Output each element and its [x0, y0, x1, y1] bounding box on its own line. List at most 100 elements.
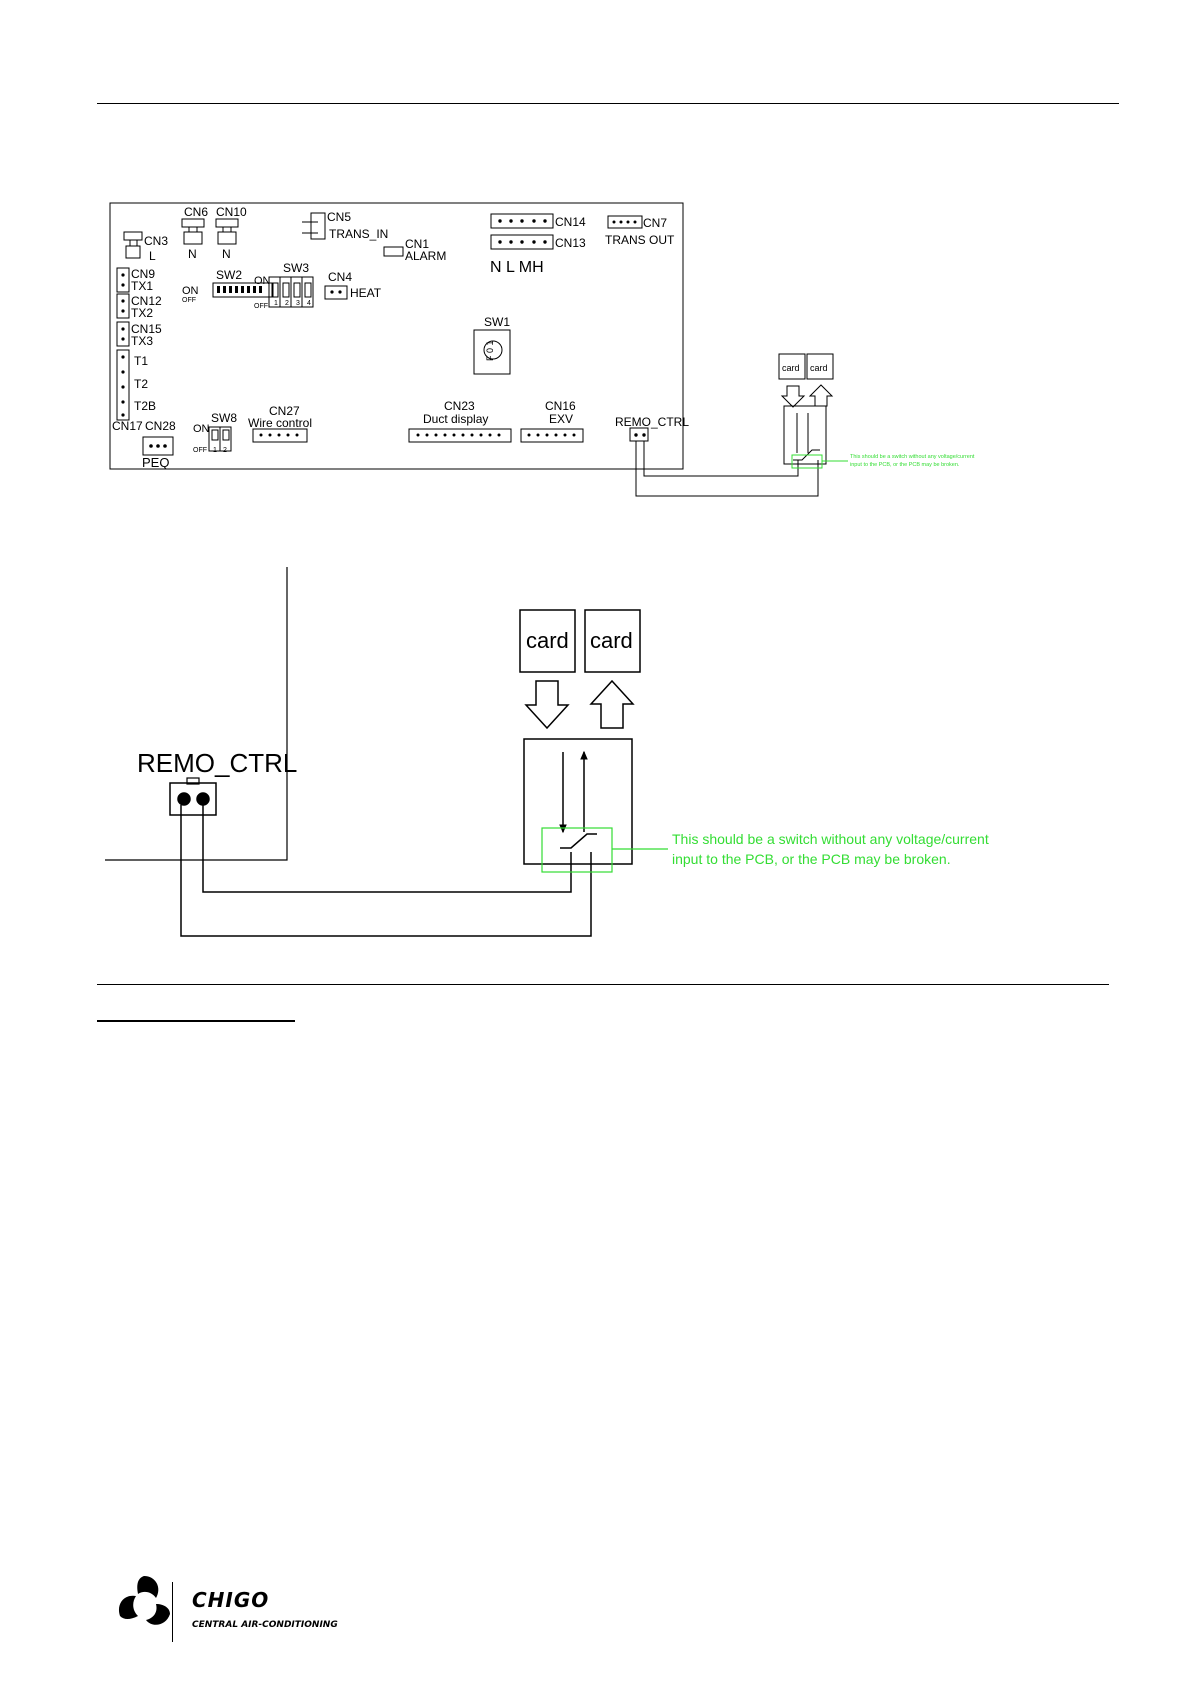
remo-ctrl-connector [169, 782, 217, 816]
label-sw3-n1: 1 [274, 300, 278, 307]
label-sw3-on: ON [254, 275, 271, 287]
switch-box [523, 738, 633, 865]
large-detail-diagram [105, 567, 641, 937]
cn3-connector-base [125, 245, 141, 259]
wire-inner [202, 805, 572, 893]
card-out-box [584, 609, 641, 673]
label-nlmh: N L MH [490, 259, 544, 276]
label-cn12: CN12 [131, 294, 162, 308]
label-sw8-off: OFF [193, 447, 207, 454]
label-cn27: CN27 [269, 404, 300, 418]
chigo-fan-logo-icon [118, 1576, 170, 1625]
label-cn10: CN10 [216, 205, 247, 219]
sw1-rotary-switch [473, 329, 511, 375]
label-t1: T1 [134, 354, 148, 368]
wire-outer [180, 805, 592, 937]
heading-underline [97, 1020, 295, 1022]
label-heat: HEAT [350, 286, 382, 300]
label-cn15: CN15 [131, 322, 162, 336]
label-cn3: CN3 [144, 234, 168, 248]
label-cn28: CN28 [145, 419, 176, 433]
label-cn6: CN6 [184, 205, 208, 219]
large-note: This should be a switch without any volt… [541, 827, 989, 873]
label-sw8-n2: 2 [223, 447, 227, 454]
label-sw1-dial: F 0 1 [485, 340, 495, 361]
section-rule [97, 984, 1109, 985]
label-sw2-off: OFF [182, 297, 196, 304]
down-arrow-icon [524, 680, 570, 730]
label-exv: EXV [549, 412, 573, 426]
cn6-connector [181, 218, 205, 228]
label-cn4: CN4 [328, 270, 352, 284]
cn10-connector-base [217, 231, 237, 245]
label-duct-display: Duct display [423, 412, 488, 426]
cn23-connector [408, 428, 512, 443]
label-t2b: T2B [134, 399, 156, 413]
label-t2: T2 [134, 377, 148, 391]
large-note-line2: input to the PCB, or the PCB may be brok… [672, 851, 951, 867]
cn16-connector [520, 428, 584, 443]
pcb-diagram [109, 202, 834, 497]
label-sw1: SW1 [484, 315, 510, 329]
label-cn1: CN1 [405, 237, 429, 251]
large-note-line1: This should be a switch without any volt… [672, 831, 989, 847]
small-card-out-label: card [810, 363, 828, 373]
small-note: This should be a switch without any volt… [791, 454, 975, 469]
cn13-connector [490, 234, 554, 250]
label-cn7: CN7 [643, 216, 667, 230]
small-switch-box [783, 405, 827, 465]
small-card-in-box [778, 353, 806, 380]
brand-tagline: CENTRAL AIR-CONDITIONING [192, 1620, 338, 1630]
remo-ctrl-pin-1 [177, 792, 191, 806]
small-note-line2: input to the PCB, or the PCB may be brok… [850, 462, 960, 468]
label-cn9: CN9 [131, 267, 155, 281]
label-sw3-n2: 2 [285, 300, 289, 307]
cn12-connector [116, 293, 130, 319]
cn9-connector [116, 267, 130, 293]
switch-contact [560, 833, 597, 849]
brand-name: CHIGO [192, 1588, 270, 1612]
small-wire-inner [643, 441, 799, 477]
small-down-arrow-icon [780, 385, 806, 408]
pcb-board-outline [109, 202, 684, 470]
small-up-arrow-icon [808, 384, 834, 407]
t-sensor-connector [116, 349, 130, 421]
label-cn10-sub: N [222, 247, 231, 261]
footer-separator [172, 1582, 173, 1642]
label-sw2-on: ON [182, 285, 199, 297]
label-sw3-n4: 4 [307, 300, 311, 307]
pcb-edge [105, 567, 288, 861]
label-remo-ctrl-small: REMO_CTRL [615, 415, 689, 429]
label-cn6-sub: N [188, 247, 197, 261]
label-cn14: CN14 [555, 215, 586, 229]
cn3-connector [123, 231, 143, 241]
cn28-connector [142, 436, 174, 456]
label-trans-in: TRANS_IN [329, 227, 388, 241]
up-arrow-icon [589, 679, 635, 729]
label-trans-out: TRANS OUT [605, 233, 675, 247]
remo-ctrl-connector-small [629, 427, 649, 442]
label-sw3: SW3 [283, 261, 309, 275]
small-wire-outer [635, 441, 819, 497]
label-cn17: CN17 [112, 419, 143, 433]
pin-dots [121, 219, 646, 448]
label-cn23: CN23 [444, 399, 475, 413]
cn4-connector [324, 285, 348, 300]
cn1-connector [383, 246, 404, 257]
label-sw8-n1: 1 [213, 447, 217, 454]
card-in-box [519, 609, 576, 673]
cn14-connector [490, 213, 554, 229]
cn10-connector [215, 218, 239, 228]
label-peq: PEQ [142, 455, 169, 470]
label-tx2: TX2 [131, 306, 153, 320]
small-note-line1: This should be a switch without any volt… [850, 454, 975, 460]
label-cn5: CN5 [327, 210, 351, 224]
label-tx3: TX3 [131, 334, 153, 348]
label-sw3-off: OFF [254, 303, 268, 310]
label-sw2: SW2 [216, 268, 242, 282]
label-sw8: SW8 [211, 411, 237, 425]
label-cn3-sub: L [149, 249, 156, 263]
label-remo-ctrl: REMO_CTRL [137, 748, 297, 778]
header-rule [97, 103, 1119, 104]
label-cn16: CN16 [545, 399, 576, 413]
